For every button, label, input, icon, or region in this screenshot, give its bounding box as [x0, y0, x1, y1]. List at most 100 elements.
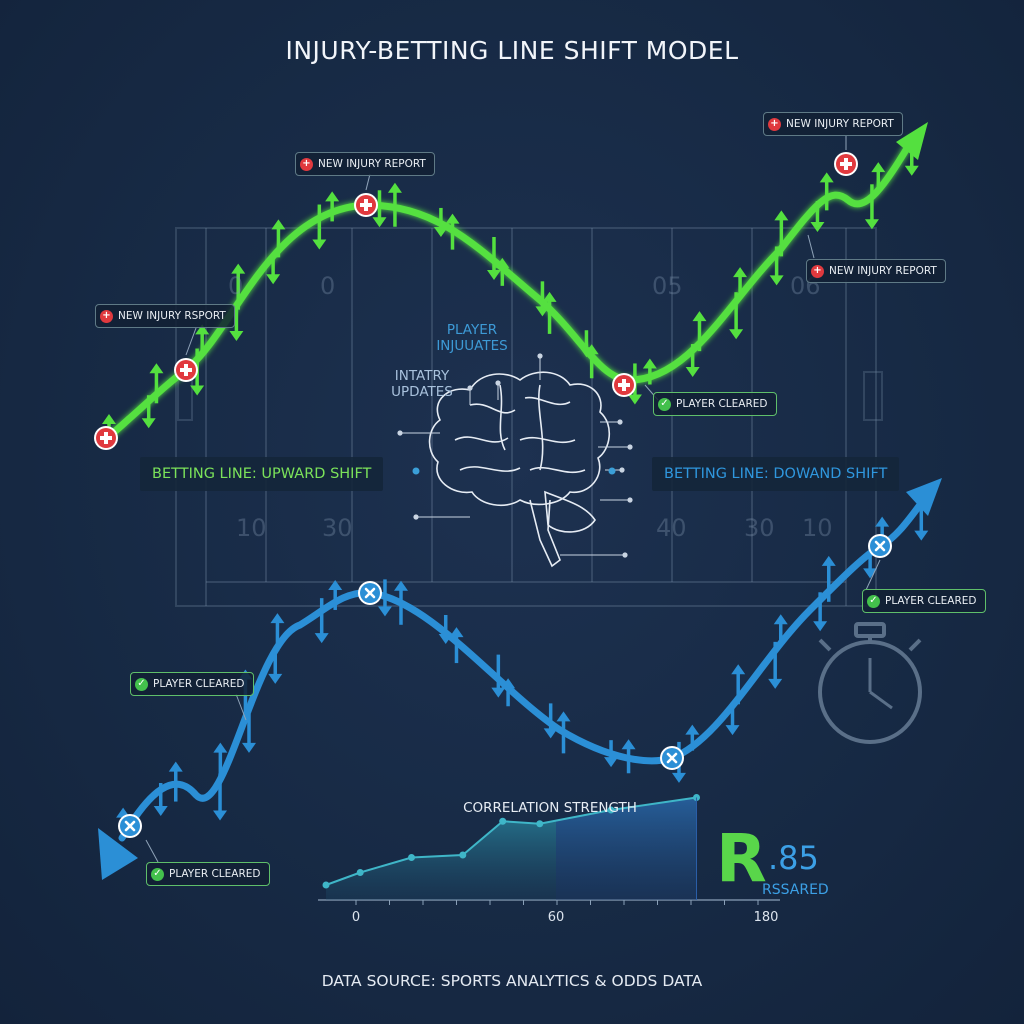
badge-label: PLAYER CLEARED	[169, 868, 261, 880]
down-arrow-head	[266, 274, 281, 285]
player-cleared-badge: ✓ PLAYER CLEARED	[653, 392, 777, 416]
correlation-line	[325, 796, 697, 886]
down-arrow-head	[190, 385, 205, 396]
down-arrow-head	[627, 394, 642, 405]
correlation-point	[499, 817, 507, 825]
correlation-ticks	[355, 900, 759, 905]
up-arrow-head	[692, 311, 707, 322]
up-arrow-head	[445, 213, 460, 224]
up-arrow-head	[542, 291, 557, 302]
x-tick-label: 180	[753, 910, 779, 925]
x-stroke	[364, 587, 376, 599]
down-arrow-head	[810, 222, 825, 233]
field-number: 10	[236, 514, 267, 542]
badge-label: NEW INJURY REPORT	[829, 265, 937, 277]
cross-bar	[180, 368, 192, 372]
down-arrow-head	[864, 219, 879, 230]
up-arrow-head	[819, 172, 834, 183]
up-arrow-head	[733, 267, 748, 278]
up-arrow-head	[271, 219, 286, 230]
x-stroke	[666, 752, 678, 764]
correlation-area-early	[326, 820, 556, 900]
badge-label: PLAYER CLEARED	[676, 398, 768, 410]
injury-report-badge: + NEW INJURY REPORT	[295, 152, 435, 176]
down-arrow-head	[685, 367, 700, 378]
up-arrow-head	[821, 555, 836, 566]
badge-label: NEW INJURY REPORT	[318, 158, 426, 170]
r-squared-label: RSSARED	[762, 882, 829, 898]
down-arrow-head	[433, 226, 448, 237]
page-title: INJURY-BETTING LINE SHIFT MODEL	[285, 36, 739, 65]
field-number: 10	[802, 514, 833, 542]
field-number: 40	[656, 514, 687, 542]
badge-label: NEW INJURY REPORT	[786, 118, 894, 130]
down-arrow-head	[486, 270, 501, 281]
up-arrow-head	[621, 739, 636, 750]
injury-updates-label: INTATRY UPDATES	[391, 368, 453, 400]
down-arrow-head	[543, 728, 558, 739]
x-tick-label: 0	[351, 910, 361, 925]
down-arrow-head	[863, 568, 878, 579]
upward-blue-arrowhead	[906, 478, 942, 516]
cross-bar	[618, 383, 630, 387]
check-icon: ✓	[867, 594, 880, 608]
up-arrow-head	[149, 363, 164, 374]
correlation-point	[322, 881, 330, 889]
field-number: 30	[744, 514, 775, 542]
down-arrow-head	[904, 165, 919, 176]
red-cross-icon: +	[100, 309, 113, 323]
up-arrow-head	[731, 664, 746, 675]
upward-shift-line	[101, 136, 916, 444]
down-arrow-head	[725, 725, 740, 736]
down-arrow-head	[314, 633, 329, 644]
down-arrow-head	[268, 673, 283, 684]
down-arrow-head	[241, 742, 256, 753]
down-arrow-head	[372, 217, 387, 228]
player-cleared-badge: ✓ PLAYER CLEARED	[862, 589, 986, 613]
cross-bar	[360, 203, 372, 207]
upward-arrowhead	[896, 122, 928, 160]
brain-fold	[454, 384, 586, 474]
field-number: 0	[228, 272, 244, 300]
down-arrow-head	[768, 678, 783, 689]
down-arrow-head	[729, 329, 744, 340]
correlation-point	[356, 869, 364, 876]
red-cross-icon: +	[768, 117, 781, 131]
brain-connectors	[400, 358, 630, 556]
down-arrow-head	[377, 606, 392, 617]
goal-post	[863, 371, 883, 421]
injury-report-badge: + NEW INJURY REPORT	[763, 112, 903, 136]
downward-blue-arrowhead	[98, 828, 138, 880]
up-arrow-head	[556, 711, 571, 722]
upward-shift-label: BETTING LINE: UPWARD SHIFT	[140, 457, 384, 491]
x-stroke	[874, 540, 886, 552]
r-letter: R	[716, 820, 767, 897]
up-arrow-head	[270, 613, 285, 624]
correlation-point	[408, 854, 415, 861]
up-arrow-head	[328, 579, 343, 590]
red-cross-icon: +	[300, 157, 313, 171]
up-arrow-head	[685, 724, 700, 735]
correlation-area	[322, 794, 700, 900]
up-arrow-head	[774, 210, 789, 221]
event-markers	[94, 152, 892, 838]
down-arrow-head	[213, 810, 228, 821]
x-tick-label: 60	[547, 910, 565, 925]
up-arrow-head	[213, 742, 228, 753]
football-field-backdrop	[175, 227, 883, 607]
badge-connectors	[145, 136, 881, 863]
up-arrow-head	[875, 516, 890, 527]
down-arrow-head	[769, 275, 784, 286]
red-cross-icon: +	[811, 264, 824, 278]
brain-icon	[397, 353, 633, 568]
up-arrow-head	[642, 358, 657, 369]
field-number: 30	[322, 514, 353, 542]
badge-label: NEW INJURY RSPORT	[118, 310, 226, 322]
up-arrow-head	[871, 162, 886, 173]
injury-report-badge: + NEW INJURY REPORT	[806, 259, 946, 283]
up-arrow-head	[393, 580, 408, 591]
player-cleared-badge: ✓ PLAYER CLEARED	[146, 862, 270, 886]
cross-bar	[100, 436, 112, 440]
